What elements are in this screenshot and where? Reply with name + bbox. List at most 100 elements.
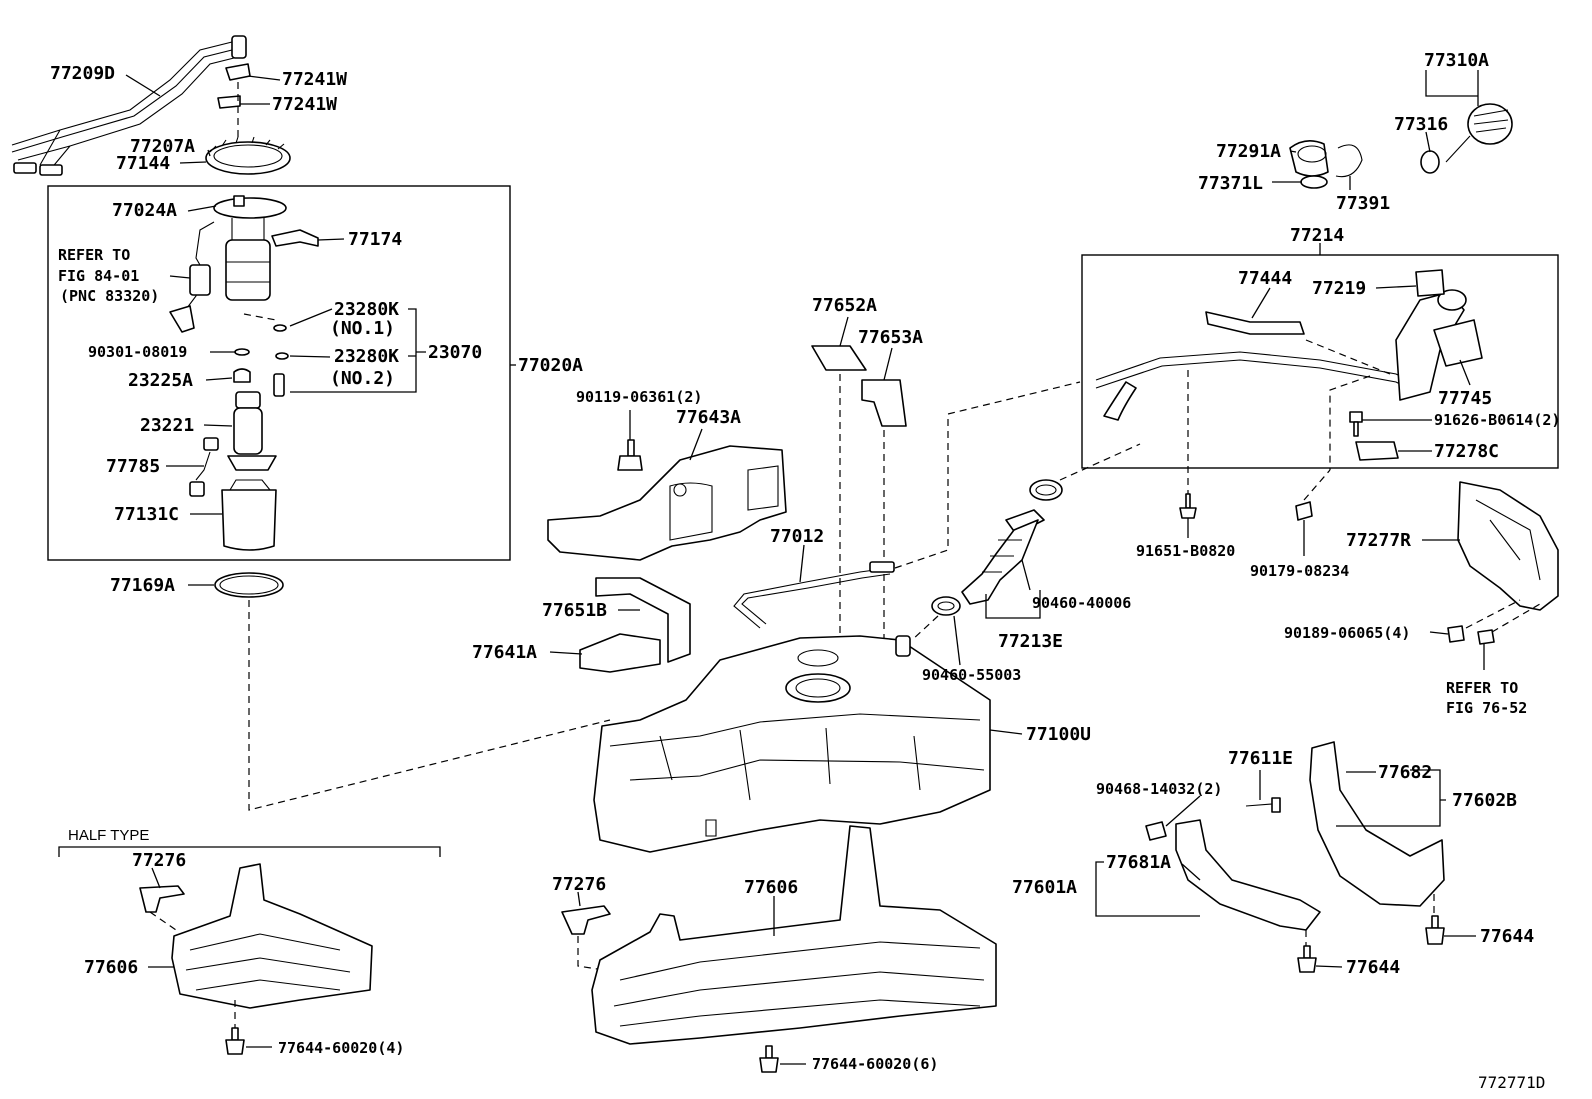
o-ring-77371L bbox=[1300, 175, 1328, 189]
label-77291A: 77291A bbox=[1216, 141, 1281, 162]
label-23280K-no1: 23280K bbox=[334, 299, 399, 320]
label-no1: (NO.1) bbox=[330, 318, 395, 339]
clamp-90460-40006 bbox=[1029, 479, 1063, 501]
refer-fig84-line1: REFER TO bbox=[58, 246, 130, 264]
label-91626: 91626-B0614(2) bbox=[1434, 411, 1560, 429]
label-90179: 90179-08234 bbox=[1250, 562, 1349, 580]
label-77100U: 77100U bbox=[1026, 724, 1091, 745]
label-77444: 77444 bbox=[1238, 268, 1292, 289]
bracket-77276-half bbox=[139, 885, 185, 913]
label-77209D: 77209D bbox=[50, 63, 115, 84]
filter-cup-77131C bbox=[221, 479, 277, 551]
label-23070: 23070 bbox=[428, 342, 482, 363]
fuel-pump-flange-77024A bbox=[213, 195, 287, 301]
bolt-90119 bbox=[617, 439, 643, 471]
label-77644-a: 77644 bbox=[1346, 957, 1400, 978]
filler-hose-77213E bbox=[961, 509, 1045, 605]
opening-77291A bbox=[1289, 140, 1329, 177]
fuel-tank-77100U bbox=[593, 635, 991, 853]
retainer-ring-77144 bbox=[205, 136, 291, 175]
label-77644-60020-4: 77644-60020(4) bbox=[278, 1039, 404, 1057]
diagram-id: 772771D bbox=[1478, 1073, 1545, 1092]
label-77644-60020-6: 77644-60020(6) bbox=[812, 1055, 938, 1073]
label-77641A: 77641A bbox=[472, 642, 537, 663]
clamp-77278C bbox=[1355, 441, 1399, 461]
vent-tube-77012 bbox=[733, 561, 895, 629]
label-77745: 77745 bbox=[1438, 388, 1492, 409]
clip-77241w-upper bbox=[225, 63, 251, 81]
plug-23225A bbox=[233, 368, 251, 383]
label-77213E: 77213E bbox=[998, 631, 1063, 652]
bolt-77644-60020-center bbox=[759, 1045, 779, 1073]
label-77651B: 77651B bbox=[542, 600, 607, 621]
label-77278C: 77278C bbox=[1434, 441, 1499, 462]
label-23221: 23221 bbox=[140, 415, 194, 436]
bracket-77174 bbox=[271, 229, 319, 247]
label-77310A: 77310A bbox=[1424, 50, 1489, 71]
label-90460-40006: 90460-40006 bbox=[1032, 594, 1131, 612]
label-77214: 77214 bbox=[1290, 225, 1344, 246]
label-77207A: 77207A bbox=[130, 136, 195, 157]
bracket-77276-center bbox=[561, 905, 611, 935]
label-90189: 90189-06065(4) bbox=[1284, 624, 1410, 642]
label-77144: 77144 bbox=[116, 153, 170, 174]
label-77219: 77219 bbox=[1312, 278, 1366, 299]
nut-90179 bbox=[1295, 501, 1313, 521]
refer-fig76-line1: REFER TO bbox=[1446, 679, 1518, 697]
label-77131C: 77131C bbox=[114, 504, 179, 525]
label-90460-55003: 90460-55003 bbox=[922, 666, 1021, 684]
label-77643A: 77643A bbox=[676, 407, 741, 428]
label-half-type: HALF TYPE bbox=[68, 827, 149, 844]
bolt-77644-a bbox=[1297, 945, 1317, 973]
bracket-77219 bbox=[1415, 269, 1445, 297]
label-no2: (NO.2) bbox=[330, 368, 395, 389]
wire-77785 bbox=[189, 437, 219, 497]
label-77602B: 77602B bbox=[1452, 790, 1517, 811]
label-91651: 91651-B0820 bbox=[1136, 542, 1235, 560]
band-77681A bbox=[1175, 819, 1321, 931]
o-ring-23280k-no2 bbox=[275, 352, 289, 360]
part-labels: 77209D 77241W 77241W 77207A 77144 77024A… bbox=[50, 50, 1560, 1092]
bolt-91651 bbox=[1179, 493, 1197, 519]
label-77012: 77012 bbox=[770, 526, 824, 547]
bolt-77644-b bbox=[1425, 915, 1445, 945]
label-77611E: 77611E bbox=[1228, 748, 1293, 769]
pad-77652A bbox=[811, 345, 867, 371]
label-77601A: 77601A bbox=[1012, 877, 1077, 898]
half-type-bracket bbox=[58, 846, 441, 857]
label-77276-half: 77276 bbox=[132, 850, 186, 871]
label-77681A: 77681A bbox=[1106, 852, 1171, 873]
breather-hose-77444 bbox=[1205, 311, 1305, 335]
label-77606-half: 77606 bbox=[84, 957, 138, 978]
ring-77391 bbox=[1335, 144, 1363, 178]
label-77241W-lower: 77241W bbox=[272, 94, 337, 115]
bolt-77644-60020-half bbox=[225, 1027, 245, 1055]
label-90301: 90301-08019 bbox=[88, 343, 187, 361]
o-ring-23280k-no1 bbox=[273, 324, 287, 332]
clamp-90460-55003 bbox=[931, 596, 961, 616]
label-77276-center: 77276 bbox=[552, 874, 606, 895]
protector-77606-center bbox=[591, 825, 997, 1045]
refer-fig76-line2: FIG 76-52 bbox=[1446, 699, 1527, 717]
refer-fig84-line2: FIG 84-01 bbox=[58, 267, 139, 285]
fuel-cap-77310A bbox=[1445, 103, 1513, 163]
label-77020A: 77020A bbox=[518, 355, 583, 376]
fuel-pump-23221 bbox=[227, 391, 277, 471]
label-90119: 90119-06361(2) bbox=[576, 388, 702, 406]
bolt-90189 bbox=[1447, 625, 1495, 645]
gasket-77169A bbox=[214, 572, 284, 598]
protector-77277R bbox=[1457, 481, 1559, 611]
gasket-77316 bbox=[1420, 150, 1440, 174]
sender-gauge-wire bbox=[169, 221, 215, 333]
label-77644-b: 77644 bbox=[1480, 926, 1534, 947]
label-77652A: 77652A bbox=[812, 295, 877, 316]
bolt-91626 bbox=[1349, 411, 1363, 437]
label-77682: 77682 bbox=[1378, 762, 1432, 783]
label-77024A: 77024A bbox=[112, 200, 177, 221]
regulator bbox=[273, 373, 285, 397]
label-77391: 77391 bbox=[1336, 193, 1390, 214]
refer-fig84-line3: (PNC 83320) bbox=[60, 287, 159, 305]
label-77174: 77174 bbox=[348, 229, 402, 250]
label-77785: 77785 bbox=[106, 456, 160, 477]
